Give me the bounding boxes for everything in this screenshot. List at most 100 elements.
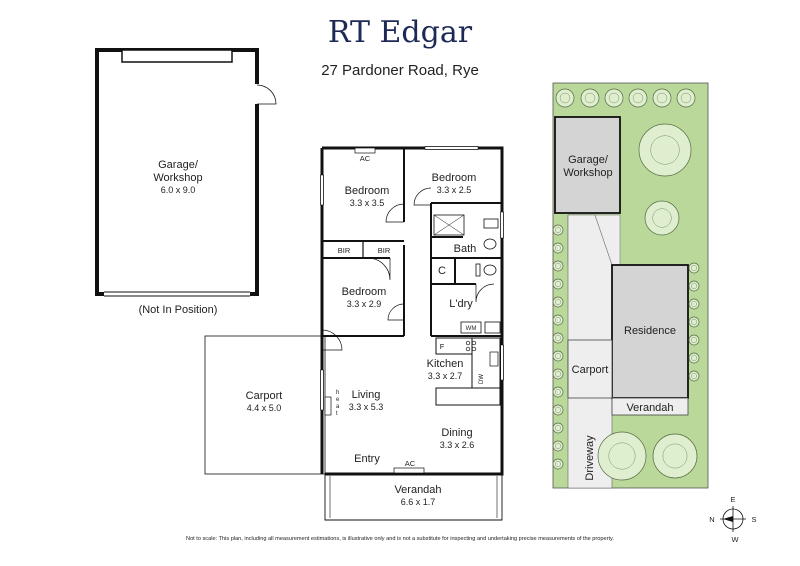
closet-label: C <box>438 265 446 277</box>
verandah-label: Verandah <box>394 484 441 496</box>
tree-icon <box>552 350 564 362</box>
tree-canopy <box>555 299 561 305</box>
compass-n: N <box>709 515 714 524</box>
tree-canopy <box>662 443 688 469</box>
tree-canopy <box>691 283 697 289</box>
tree-icon <box>552 422 564 434</box>
tree-canopy <box>559 92 571 104</box>
tree-icon <box>652 433 698 479</box>
dining-dims: 3.3 x 2.6 <box>440 440 475 450</box>
kitchen-label: Kitchen <box>427 358 464 370</box>
heat-label-h: h <box>336 390 339 396</box>
garage-label-line2: Workshop <box>153 172 202 184</box>
site-carport-label: Carport <box>572 364 609 376</box>
tree-canopy <box>632 92 644 104</box>
site-garage-line1: Garage/ <box>568 154 609 166</box>
dining-label: Dining <box>441 427 472 439</box>
tree-icon <box>644 200 680 236</box>
tree-canopy <box>555 389 561 395</box>
tree-canopy <box>555 407 561 413</box>
tree-canopy <box>555 353 561 359</box>
tree-icon <box>552 332 564 344</box>
tree-canopy <box>555 227 561 233</box>
tree-canopy <box>691 319 697 325</box>
garage-dims: 6.0 x 9.0 <box>161 185 196 195</box>
tree-icon <box>688 316 700 328</box>
ac-bottom-label: AC <box>405 459 416 468</box>
tree-canopy <box>555 245 561 251</box>
tree-icon <box>580 88 600 108</box>
tree-icon <box>552 386 564 398</box>
bath-label: Bath <box>454 243 477 255</box>
verandah-dims: 6.6 x 1.7 <box>401 497 436 507</box>
tree-icon <box>552 368 564 380</box>
tree-icon <box>552 296 564 308</box>
bedroom3-label: Bedroom <box>342 286 387 298</box>
carport-dims: 4.4 x 5.0 <box>247 403 282 413</box>
carport-label: Carport <box>246 390 283 402</box>
tree-icon <box>552 404 564 416</box>
tree-icon <box>552 440 564 452</box>
tree-canopy <box>555 461 561 467</box>
tree-icon <box>555 88 575 108</box>
bir1-label: BIR <box>338 246 351 255</box>
compass-e: E <box>730 495 735 504</box>
tree-icon <box>688 334 700 346</box>
garage-plan <box>95 48 277 297</box>
garage-note: (Not In Position) <box>139 304 218 316</box>
tree-icon <box>552 260 564 272</box>
tree-icon <box>688 280 700 292</box>
compass-s: S <box>751 515 756 524</box>
heat-label-e: e <box>336 397 340 403</box>
house-walls <box>320 146 504 521</box>
compass-rose <box>720 506 746 532</box>
ac-top-label: AC <box>360 154 371 163</box>
tree-canopy <box>691 337 697 343</box>
tree-canopy <box>584 92 596 104</box>
site-garage-line2: Workshop <box>563 167 612 179</box>
tree-icon <box>552 458 564 470</box>
tree-canopy <box>608 92 620 104</box>
tree-canopy <box>691 355 697 361</box>
tree-canopy <box>680 92 692 104</box>
tree-icon <box>628 88 648 108</box>
bedroom3-dims: 3.3 x 2.9 <box>347 299 382 309</box>
tree-icon <box>552 224 564 236</box>
tree-canopy <box>608 442 636 470</box>
tree-canopy <box>691 265 697 271</box>
site-driveway-label: Driveway <box>584 435 596 481</box>
property-address: 27 Pardoner Road, Rye <box>321 62 479 79</box>
tree-canopy <box>555 263 561 269</box>
tree-canopy <box>650 135 680 165</box>
fridge-label: F <box>440 342 445 351</box>
tree-canopy <box>555 425 561 431</box>
tree-icon <box>552 242 564 254</box>
bir2-label: BIR <box>378 246 391 255</box>
dishwasher-label: DW <box>479 374 485 384</box>
bedroom2-dims: 3.3 x 2.5 <box>437 185 472 195</box>
laundry-label: L'dry <box>449 298 473 310</box>
tree-icon <box>552 314 564 326</box>
kitchen-dims: 3.3 x 2.7 <box>428 371 463 381</box>
tree-canopy <box>691 301 697 307</box>
bedroom2-label: Bedroom <box>432 172 477 184</box>
heat-label-a: a <box>336 404 340 410</box>
living-dims: 3.3 x 5.3 <box>349 402 384 412</box>
brand-logo: RT Edgar <box>328 15 473 50</box>
bedroom1-label: Bedroom <box>345 185 390 197</box>
entry-label: Entry <box>354 453 380 465</box>
tree-icon <box>652 88 672 108</box>
site-trees <box>552 88 700 481</box>
bedroom1-dims: 3.3 x 3.5 <box>350 198 385 208</box>
tree-canopy <box>652 208 672 228</box>
tree-canopy <box>555 443 561 449</box>
tree-canopy <box>691 373 697 379</box>
tree-icon <box>638 123 692 177</box>
compass-w: W <box>731 535 739 544</box>
tree-icon <box>552 278 564 290</box>
disclaimer-text: Not to scale: This plan, including all m… <box>186 536 614 542</box>
living-label: Living <box>352 389 381 401</box>
tree-icon <box>604 88 624 108</box>
site-residence-label: Residence <box>624 325 676 337</box>
